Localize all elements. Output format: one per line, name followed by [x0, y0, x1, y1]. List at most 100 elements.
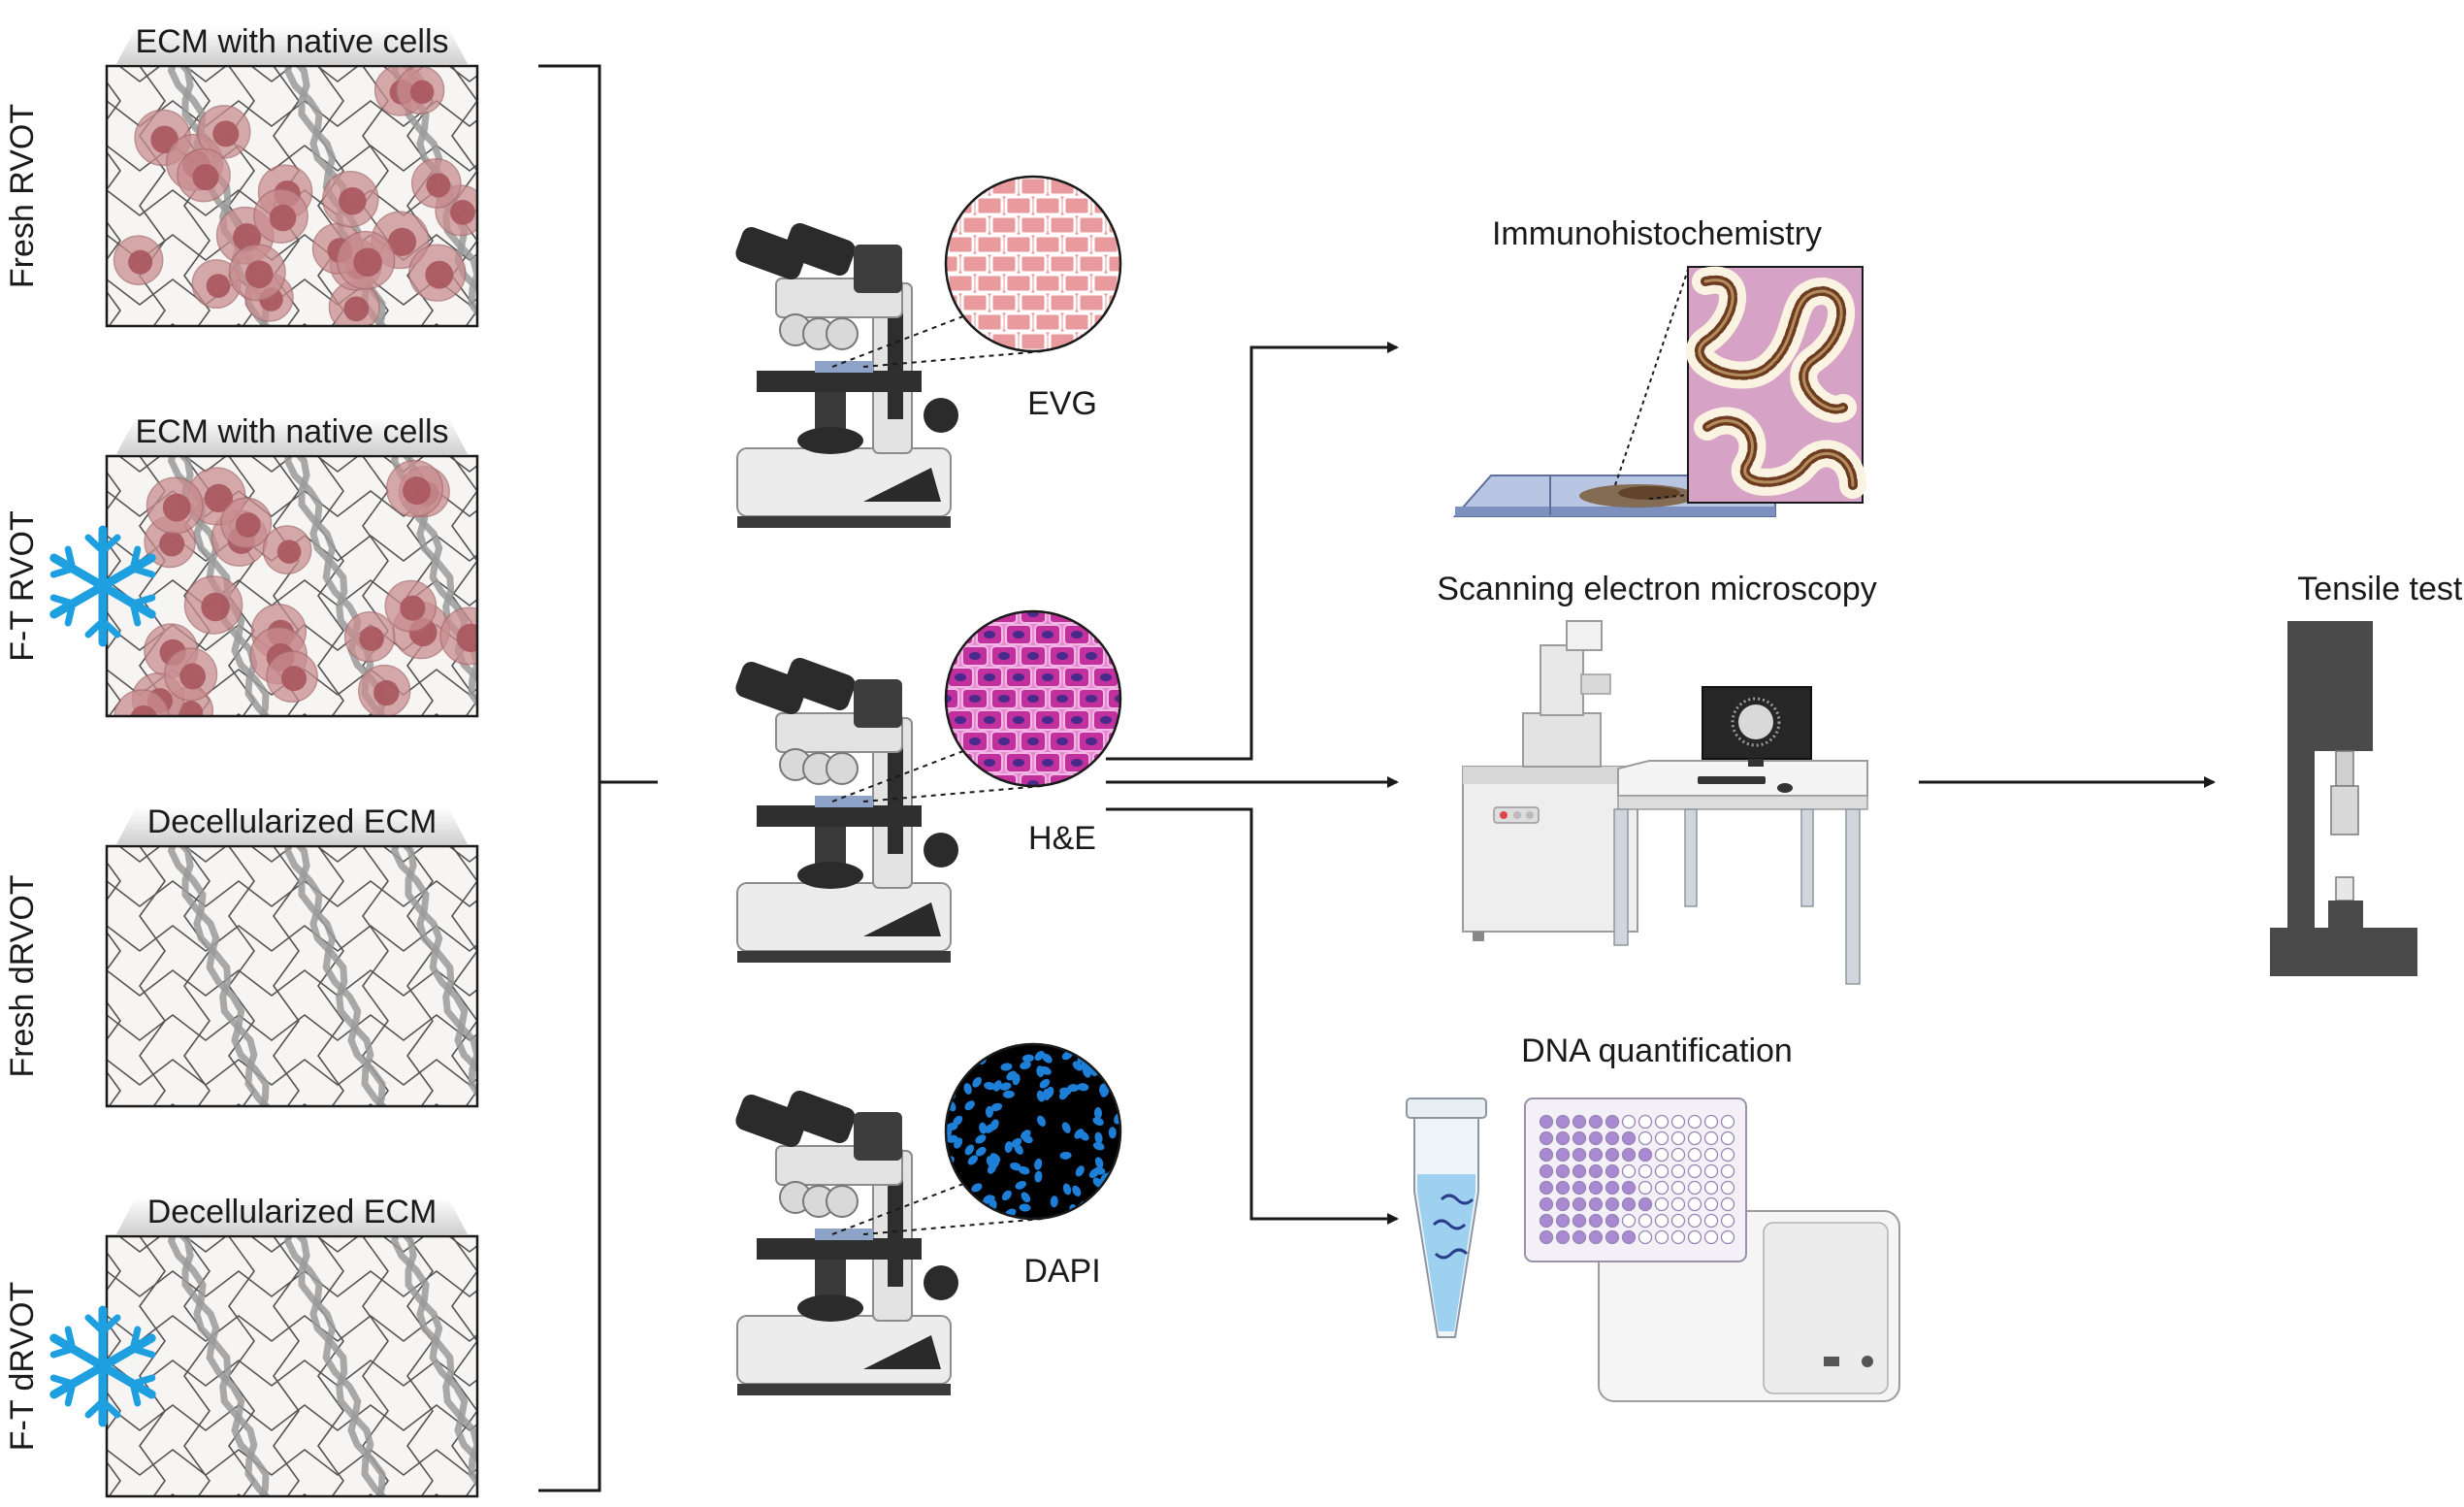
plate-well	[1687, 1180, 1702, 1196]
plate-well	[1572, 1147, 1587, 1163]
plate-well	[1670, 1229, 1686, 1245]
mesh-fiber	[107, 81, 121, 326]
plate-well	[1637, 1196, 1653, 1212]
workflow-arrows	[1106, 342, 2216, 1225]
plate-well	[1588, 1130, 1604, 1146]
plate-well	[1703, 1130, 1719, 1146]
native-cell	[220, 497, 273, 549]
panel-title-tab	[116, 807, 468, 844]
plate-well	[1621, 1163, 1637, 1179]
native-cell	[262, 525, 312, 574]
plate-well	[1588, 1196, 1604, 1212]
plate-well	[1555, 1163, 1571, 1179]
mesh-fiber	[139, 1236, 166, 1496]
microscope-icon	[735, 222, 958, 528]
mesh-fiber	[107, 713, 440, 716]
plate-well	[1720, 1163, 1735, 1179]
plate-well	[1621, 1114, 1637, 1130]
mesh-fiber	[50, 66, 76, 345]
mesh-fiber	[107, 1251, 121, 1496]
plate-well	[1637, 1229, 1653, 1245]
microscope-icon	[735, 1090, 958, 1395]
plate-icon	[1524, 1097, 1747, 1262]
plate-well	[1539, 1114, 1554, 1130]
panel-title: Decellularized ECM	[147, 1194, 438, 1230]
plate-well	[1670, 1213, 1686, 1229]
collagen-fiber	[402, 846, 477, 1074]
plate-well	[1670, 1130, 1686, 1146]
panel-title-tab	[116, 417, 468, 454]
panel-side-label: F-T RVOT	[4, 510, 41, 662]
collagen-fiber	[402, 1236, 477, 1464]
plate-well	[1654, 1163, 1670, 1179]
plate-well	[1605, 1180, 1620, 1196]
microscope-group: EVG	[735, 175, 1122, 528]
native-cell	[146, 476, 204, 535]
plate-well	[1539, 1163, 1554, 1179]
native-cell	[396, 66, 445, 115]
mesh-fiber	[107, 1014, 477, 1041]
plate-well	[1588, 1114, 1604, 1130]
plate-well	[1637, 1147, 1653, 1163]
panel-side-label: Fresh dRVOT	[4, 874, 41, 1077]
plate-well	[1572, 1114, 1587, 1130]
panel-title: ECM with native cells	[135, 413, 448, 450]
collagen-fiber	[390, 846, 477, 1098]
mesh-fiber	[317, 456, 344, 716]
native-cell	[408, 244, 467, 302]
panel-title-tab	[116, 27, 468, 64]
plate-well	[1605, 1114, 1620, 1130]
collagen-fiber	[283, 846, 388, 1106]
plate-well	[1621, 1213, 1637, 1229]
mesh-fiber	[50, 846, 76, 1126]
stain-label: H&E	[1028, 820, 1096, 857]
plate-well	[1654, 1147, 1670, 1163]
stain-label: DAPI	[1023, 1253, 1100, 1290]
mesh-fiber	[107, 323, 440, 326]
plate-well	[1605, 1213, 1620, 1229]
plate-well	[1572, 1180, 1587, 1196]
stain-zoom-image	[946, 611, 1120, 786]
plate-well	[1654, 1213, 1670, 1229]
plate-well	[1621, 1196, 1637, 1212]
mesh-fiber	[273, 1236, 300, 1496]
plate-well	[1588, 1163, 1604, 1179]
plate-well	[1588, 1180, 1604, 1196]
snowflake-icon	[49, 525, 156, 647]
plate-well	[1703, 1196, 1719, 1212]
mesh-fiber	[139, 846, 166, 1106]
mesh-fiber	[273, 846, 300, 1106]
plate-well	[1687, 1229, 1702, 1245]
plate-well	[1687, 1163, 1702, 1179]
plate-well	[1687, 1114, 1702, 1130]
panel-side-label: Fresh RVOT	[4, 104, 41, 288]
plate-well	[1670, 1147, 1686, 1163]
collagen-fiber	[178, 846, 270, 1106]
plate-well	[1654, 1180, 1670, 1196]
ihc-label: Immunohistochemistry	[1492, 215, 1822, 252]
native-cell	[113, 689, 170, 716]
snowflake-icon	[49, 1305, 156, 1427]
plate-well	[1687, 1147, 1702, 1163]
microscope-group: H&E	[735, 609, 1122, 963]
plate-well	[1621, 1147, 1637, 1163]
plate-well	[1687, 1213, 1702, 1229]
plate-well	[1539, 1213, 1554, 1229]
mesh-fiber	[107, 1103, 440, 1106]
plate-well	[1588, 1147, 1604, 1163]
ihc-zoom-image	[1686, 266, 1866, 504]
native-cell	[385, 460, 444, 518]
plate-well	[1654, 1196, 1670, 1212]
plate-well	[1720, 1229, 1735, 1245]
plate-well	[1670, 1163, 1686, 1179]
sem-icon	[1462, 620, 1868, 985]
plate-well	[1703, 1114, 1719, 1130]
collagen-fiber	[178, 1236, 270, 1496]
plate-well	[1654, 1130, 1670, 1146]
tube-icon	[1406, 1097, 1487, 1338]
mesh-fiber	[50, 1236, 76, 1507]
native-cell	[177, 147, 231, 203]
plate-well	[1654, 1229, 1670, 1245]
